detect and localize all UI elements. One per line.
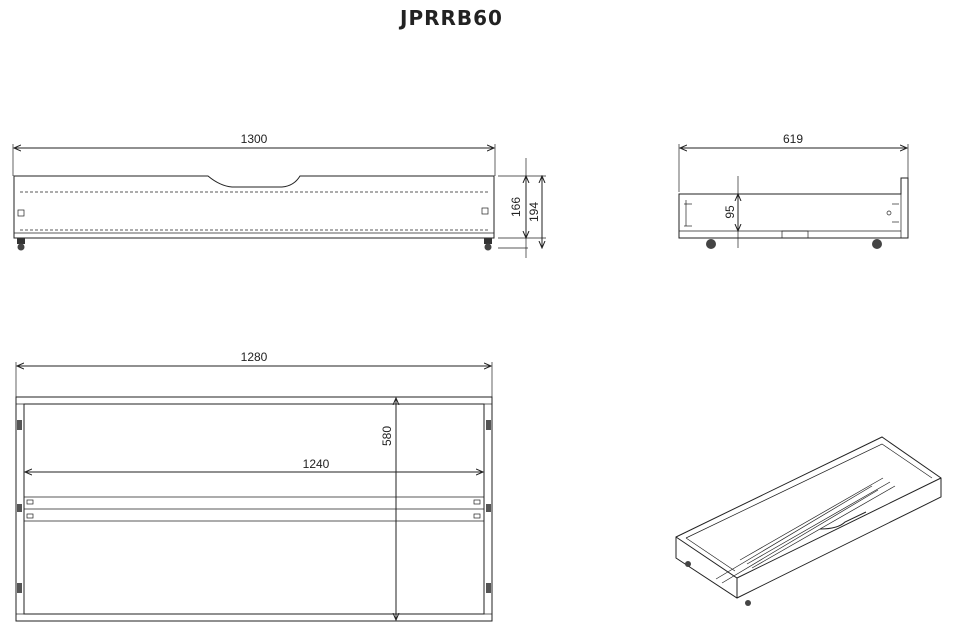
front-right-wheel — [484, 238, 492, 251]
top-view: 1280 1240 580 — [15, 350, 493, 622]
top-depth-label: 580 — [380, 426, 394, 446]
drawer-side-panel — [678, 177, 909, 239]
front-left-wheel — [17, 238, 25, 251]
drawer-slat — [715, 477, 896, 584]
drawer-iso-outline — [675, 436, 942, 599]
drawer-front-panel — [13, 175, 495, 239]
side-right-wheel — [872, 239, 882, 249]
side-view: 619 95 — [678, 132, 909, 249]
isometric-view — [675, 436, 942, 606]
drawing-title: JPRRB60 — [400, 6, 503, 30]
side-height-label: 95 — [723, 205, 737, 219]
front-total-height-label: 194 — [527, 202, 541, 222]
front-inner-height-label: 166 — [509, 197, 523, 217]
front-length-label: 1300 — [241, 132, 268, 146]
top-length-label: 1280 — [241, 350, 268, 364]
side-depth-label: 619 — [783, 132, 803, 146]
front-view: 1300 166 194 — [12, 132, 546, 258]
top-inner-length-label: 1240 — [303, 457, 330, 471]
side-left-wheel — [706, 239, 716, 249]
iso-wheel-left — [685, 561, 691, 567]
iso-wheel-front — [745, 600, 751, 606]
